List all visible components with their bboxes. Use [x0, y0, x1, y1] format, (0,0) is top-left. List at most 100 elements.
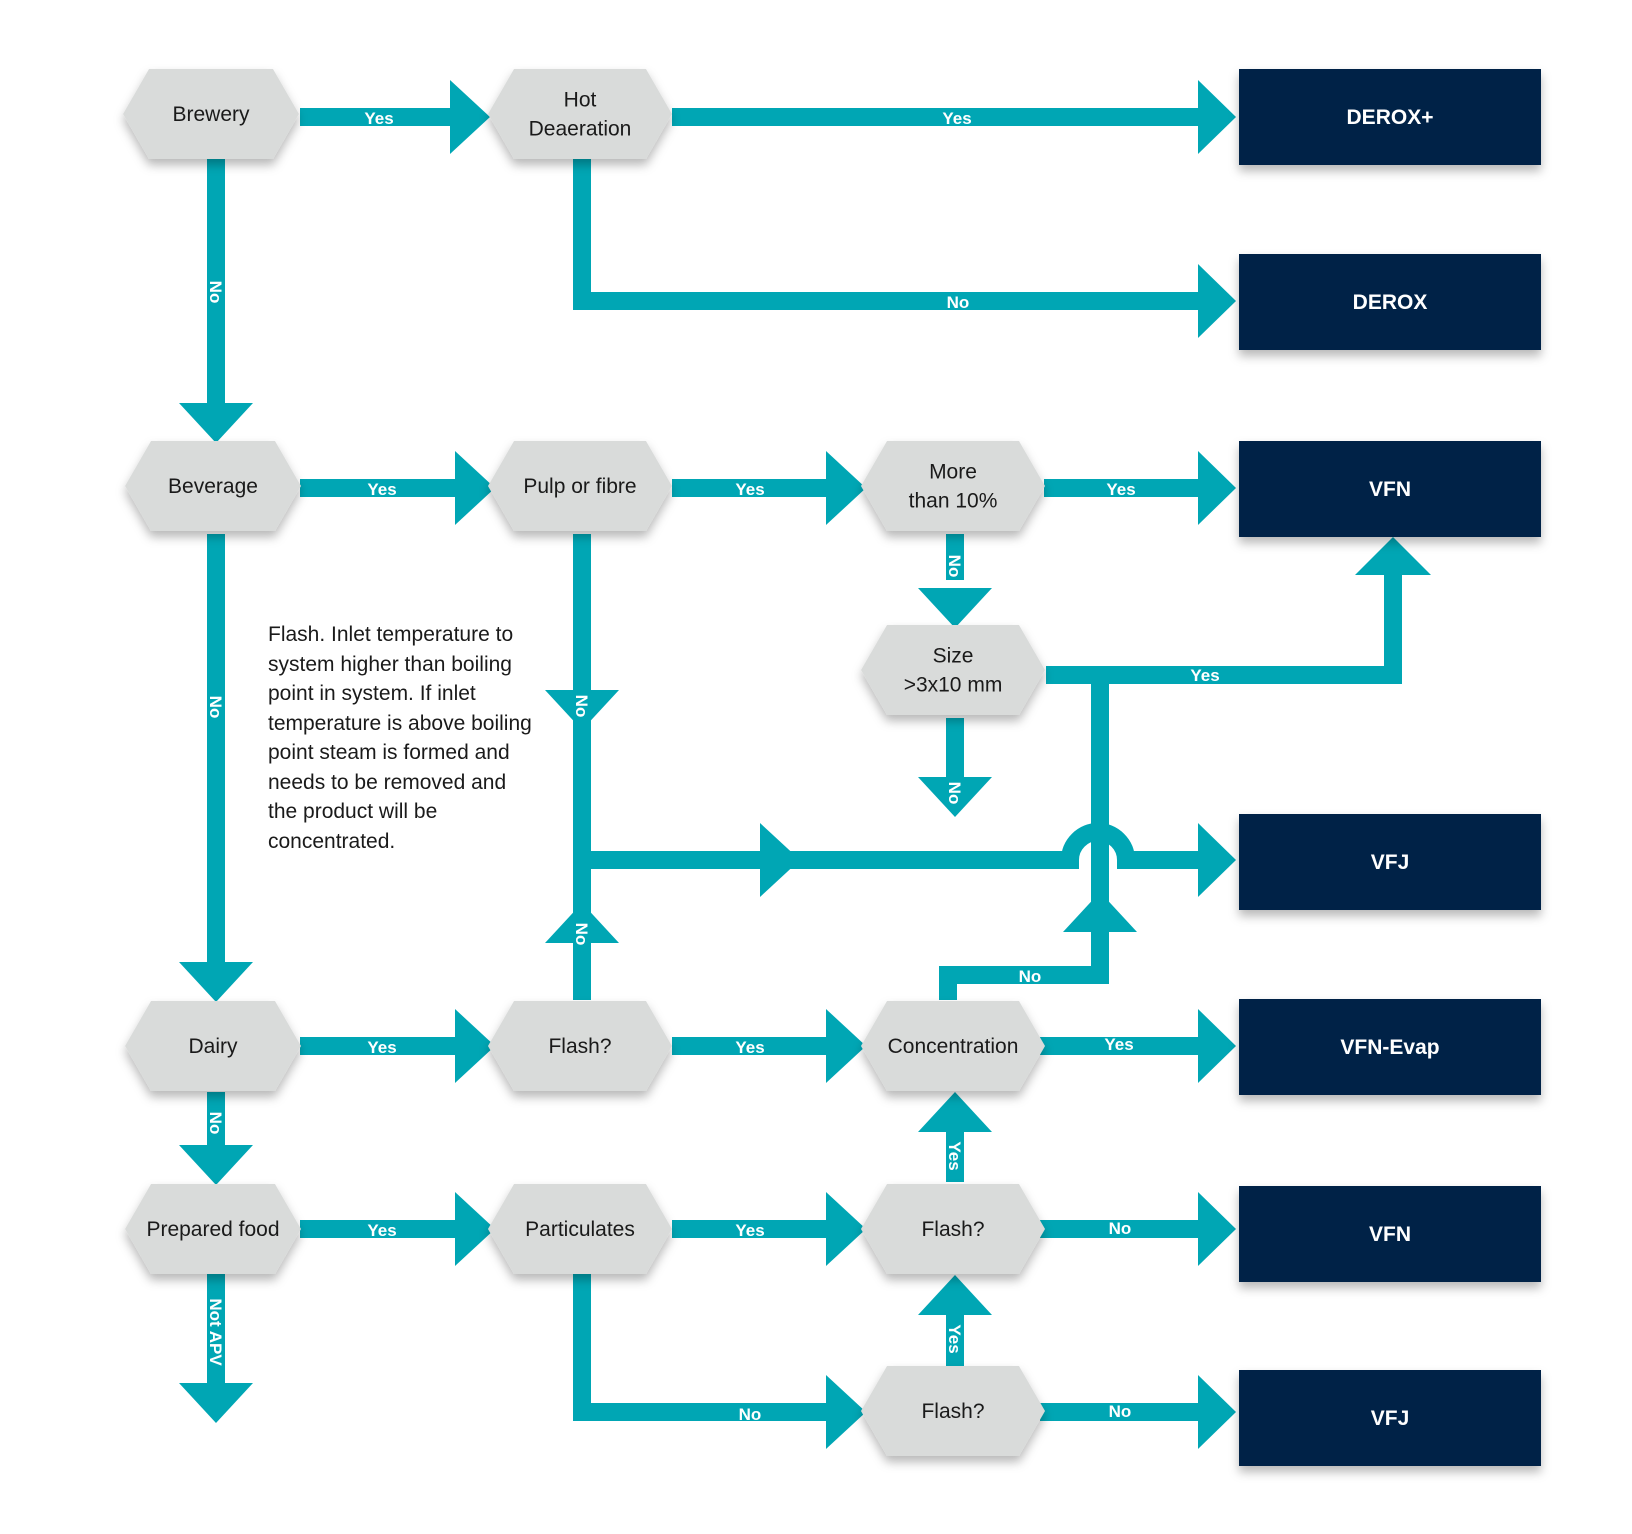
outcome-box [1239, 69, 1541, 165]
decision-label: Size [933, 645, 974, 668]
arrow-head-icon [1198, 264, 1236, 338]
edge-label-no: No [572, 695, 591, 718]
edge-label-yes: Yes [735, 1038, 764, 1057]
connector-size-yes [1046, 573, 1402, 684]
hexagon-shape [125, 1184, 301, 1274]
edge-label-yes: Yes [735, 1221, 764, 1240]
arrow-head-icon [1198, 1375, 1236, 1449]
arrow-head-icon [545, 690, 619, 730]
edge-label-yes: Yes [367, 1038, 396, 1057]
connector-concentration-no [939, 675, 1109, 1000]
hexagon-shape [861, 1001, 1045, 1091]
decision-beverage: Beverage [125, 441, 301, 531]
decision-particulates: Particulates [488, 1184, 672, 1274]
decision-prepared-food: Prepared food [125, 1184, 301, 1274]
arrow-head-icon [1355, 537, 1431, 575]
edge-label-no: No [206, 281, 225, 304]
arrow-head-icon [826, 1192, 866, 1266]
arrow-head-icon [1198, 451, 1236, 525]
outcome-label: VFJ [1371, 851, 1410, 874]
edge-label-no: No [1109, 1219, 1132, 1238]
edge-label-no: No [739, 1405, 762, 1424]
edge-label-not-apv: Not APV [206, 1298, 225, 1366]
decision-label: >3x10 mm [904, 674, 1003, 697]
arrow-head-icon [450, 80, 490, 154]
edge-label-yes: Yes [364, 109, 393, 128]
decision-pulp-or-fibre: Pulp or fibre [488, 441, 672, 531]
arrow-head-icon [826, 1375, 866, 1449]
edge-label-no: No [945, 555, 964, 578]
decision-label: Flash? [921, 1218, 984, 1241]
hexagon-shape [861, 625, 1045, 715]
hexagon-shape [861, 1366, 1045, 1456]
outcome-derox: DEROX [1239, 254, 1541, 350]
arrow-head-icon [455, 451, 495, 525]
outcome-box [1239, 814, 1541, 910]
edge-label-yes: Yes [945, 1141, 964, 1170]
arrow-head-icon [1063, 892, 1137, 932]
edge-label-no: No [572, 923, 591, 946]
edge-label-no: No [945, 782, 964, 805]
hexagon-shape [488, 69, 672, 159]
connector-hot-deaeration-no [573, 158, 1198, 310]
arrow-head-icon [1198, 1192, 1236, 1266]
outcome-vfn-evap: VFN-Evap [1239, 999, 1541, 1095]
outcome-vfj-food: VFJ [1239, 1370, 1541, 1466]
decision-label: Particulates [525, 1218, 635, 1241]
outcome-box [1239, 1186, 1541, 1282]
edge-label-no: No [947, 293, 970, 312]
decision-label: Beverage [168, 475, 258, 498]
arrow-head-icon [455, 1192, 495, 1266]
outcome-derox-plus: DEROX+ [1239, 69, 1541, 165]
arrow-head-icon [826, 451, 866, 525]
hexagon-shape [125, 1001, 301, 1091]
decision-label: Hot [564, 89, 597, 112]
outcome-label: VFN [1369, 1223, 1411, 1246]
hexagon-shape [488, 441, 672, 531]
outcome-label: VFJ [1371, 1407, 1410, 1430]
decision-label: Prepared food [146, 1218, 279, 1241]
outcome-vfn-food: VFN [1239, 1186, 1541, 1282]
outcome-label: DEROX [1353, 291, 1428, 314]
edge-label-no: No [206, 1112, 225, 1135]
arrow-head-icon [1198, 1009, 1236, 1083]
hexagon-shape [861, 1184, 1045, 1274]
arrow-head-icon [918, 1092, 992, 1132]
hexagon-shape [123, 69, 299, 159]
decision-brewery: Brewery [123, 69, 299, 159]
arrow-head-icon [826, 1009, 866, 1083]
edge-label-yes: Yes [942, 109, 971, 128]
decision-size: Size >3x10 mm [861, 625, 1045, 715]
arrow-head-icon [918, 588, 992, 628]
edge-label-yes: Yes [1106, 480, 1135, 499]
arrow-head-icon [1198, 80, 1236, 154]
decision-flash-dairy: Flash? [488, 1001, 672, 1091]
decision-label: Brewery [172, 103, 250, 126]
outcome-label: DEROX+ [1347, 106, 1434, 129]
decision-concentration: Concentration [861, 1001, 1045, 1091]
edge-label-yes: Yes [945, 1324, 964, 1353]
decision-label: Concentration [888, 1035, 1019, 1058]
hexagon-shape [125, 441, 301, 531]
decision-label: Dairy [188, 1035, 238, 1058]
hexagon-shape [861, 441, 1045, 531]
decision-label: than 10% [909, 490, 998, 513]
hexagon-shape [488, 1001, 672, 1091]
edge-labels: Yes Yes Yes Yes Yes Yes Yes Yes Yes Yes … [206, 109, 1220, 1424]
flash-explanation-note: Flash. Inlet temperature to system highe… [268, 623, 532, 853]
arrow-head-icon [179, 1383, 253, 1423]
edge-label-no: No [206, 696, 225, 719]
connector-particulates-no [573, 1274, 830, 1421]
edge-label-yes: Yes [367, 480, 396, 499]
hexagon-shape [488, 1184, 672, 1274]
arrow-head-icon [179, 1145, 253, 1185]
outcome-label: VFN [1369, 478, 1411, 501]
decision-label: Pulp or fibre [523, 475, 636, 498]
edge-label-yes: Yes [1104, 1035, 1133, 1054]
edge-label-yes: Yes [1190, 666, 1219, 685]
